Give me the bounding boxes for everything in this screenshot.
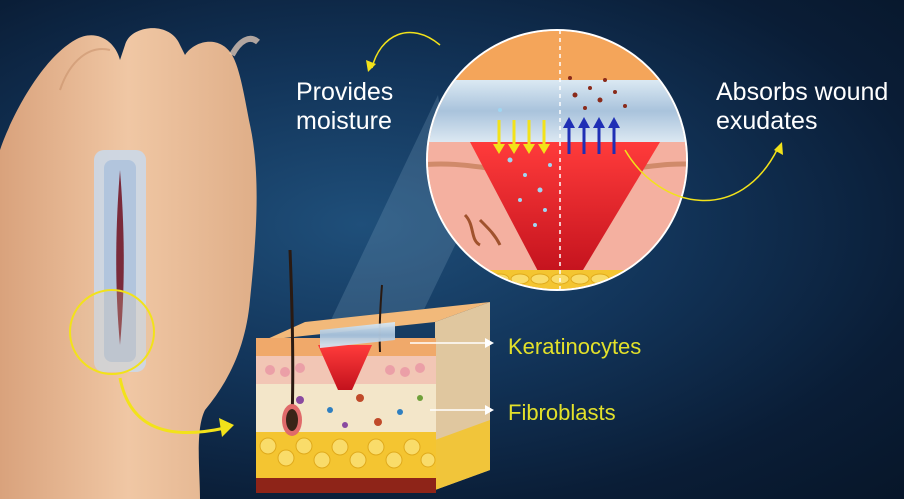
absorbs-exudates-label: Absorbs wound exudates [716, 78, 888, 136]
absorbs-exudates-line-2: exudates [716, 107, 888, 136]
provides-moisture-label: Provides moisture [296, 78, 393, 136]
provides-moisture-line-1: Provides [296, 78, 393, 107]
absorbs-exudates-line-1: Absorbs wound [716, 78, 888, 107]
pointer-arrow-icon [219, 418, 234, 437]
zoom-circle [70, 290, 154, 374]
fibroblasts-label: Fibroblasts [508, 400, 616, 426]
magnified-wound-view [420, 25, 700, 305]
keratinocytes-label: Keratinocytes [508, 334, 641, 360]
pointer-arrow-icon [372, 33, 440, 68]
provides-moisture-line-2: moisture [296, 107, 393, 136]
